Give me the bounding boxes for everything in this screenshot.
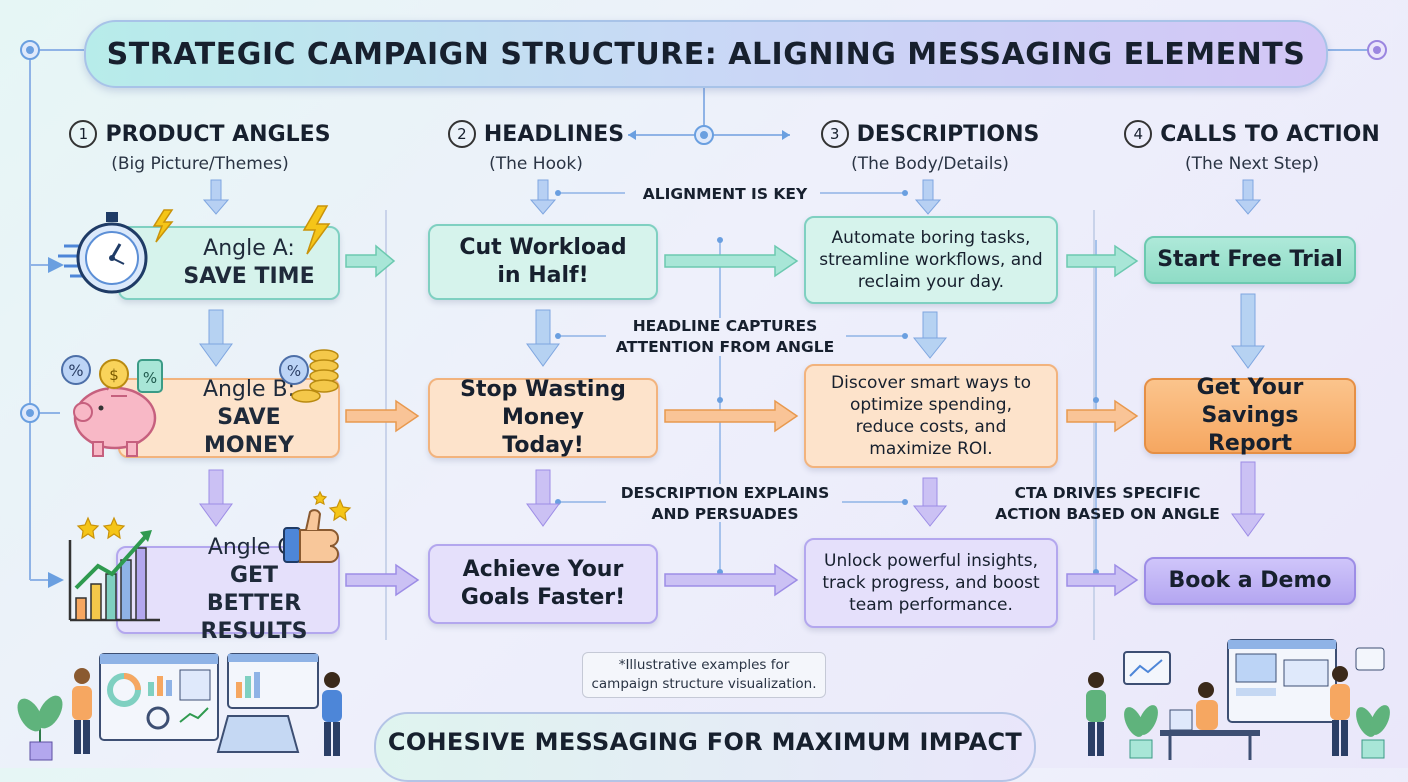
headline-text: Achieve Your Goals Faster! <box>460 557 626 610</box>
step-number: 2 <box>447 120 476 148</box>
angle-a-box: Angle A: SAVE TIME <box>118 226 340 300</box>
row-a-arrows <box>345 244 1139 278</box>
angle-c-box: Angle C: GET BETTER RESULTS <box>116 535 340 644</box>
column-title: HEADLINES <box>483 121 625 147</box>
note-headline: HEADLINE CAPTURES ATTENTION FROM ANGLE <box>600 316 850 358</box>
note-line: DESCRIPTION EXPLAINS <box>620 484 830 502</box>
column-subtitle: (The Next Step) <box>1185 154 1319 174</box>
note-line: HEADLINE CAPTURES <box>632 317 818 335</box>
column-subtitle: (Big Picture/Themes) <box>111 154 289 174</box>
step-number: 1 <box>69 120 98 148</box>
angle-name: GET BETTER RESULTS <box>200 563 308 644</box>
cta-start-free-trial-button[interactable]: Start Free Trial <box>1144 236 1356 284</box>
headline-a-box: Cut Workload in Half! <box>428 224 658 300</box>
angle-prefix: Angle C: <box>207 535 301 560</box>
column-title: DESCRIPTIONS <box>856 121 1040 147</box>
column-header-ctas: 4 CALLS TO ACTION (The Next Step) <box>1082 120 1408 174</box>
description-c-box: Unlock powerful insights, track progress… <box>804 538 1058 628</box>
note-line: ATTENTION FROM ANGLE <box>615 338 835 356</box>
description-b-box: Discover smart ways to optimize spending… <box>804 364 1058 468</box>
cta-label: Book a Demo <box>1168 568 1332 593</box>
footer-banner: COHESIVE MESSAGING FOR MAXIMUM IMPACT <box>374 712 1036 782</box>
cta-label: Get Your Savings Report <box>1196 375 1304 456</box>
note-line: CTA DRIVES SPECIFIC <box>1014 484 1201 502</box>
page-title: STRATEGIC CAMPAIGN STRUCTURE: ALIGNING M… <box>84 20 1328 88</box>
angle-label: Angle A: SAVE TIME <box>143 235 314 291</box>
headline-b-box: Stop Wasting Money Today! <box>428 377 658 458</box>
angle-prefix: Angle A: <box>203 236 295 261</box>
angle-name: SAVE MONEY <box>204 405 294 458</box>
note-line: ACTION BASED ON ANGLE <box>995 505 1220 523</box>
angle-b-box: Angle B: SAVE MONEY <box>118 376 340 460</box>
description-text: Automate boring tasks, streamline workfl… <box>819 228 1043 292</box>
headline-text: Stop Wasting Money Today! <box>460 377 626 458</box>
angle-label: Angle C: GET BETTER RESULTS <box>128 534 328 646</box>
column-header-headlines: 2 HEADLINES (The Hook) <box>386 120 686 174</box>
angle-prefix: Angle B: <box>202 377 296 402</box>
angle-label: Angle B: SAVE MONEY <box>130 376 328 460</box>
step-number: 4 <box>1124 120 1153 148</box>
cta-label: Start Free Trial <box>1157 247 1343 272</box>
description-text: Unlock powerful insights, track progress… <box>822 551 1040 615</box>
column-title: PRODUCT ANGLES <box>105 121 331 147</box>
illustrative-note: *Illustrative examples for campaign stru… <box>582 652 826 698</box>
headline-text: Cut Workload in Half! <box>459 235 627 288</box>
row-down-arrows <box>199 293 1265 537</box>
note-alignment: ALIGNMENT IS KEY <box>642 185 808 203</box>
column-header-angles: 1 PRODUCT ANGLES (Big Picture/Themes) <box>50 120 350 174</box>
note-line: campaign structure visualization. <box>591 676 817 692</box>
step-number: 3 <box>820 120 849 148</box>
column-subtitle: (The Body/Details) <box>851 154 1009 174</box>
cta-book-demo-button[interactable]: Book a Demo <box>1144 557 1356 605</box>
note-cta: CTA DRIVES SPECIFIC ACTION BASED ON ANGL… <box>985 483 1230 525</box>
column-title: CALLS TO ACTION <box>1160 121 1380 147</box>
column-subtitle: (The Hook) <box>489 154 583 174</box>
description-a-box: Automate boring tasks, streamline workfl… <box>804 216 1058 304</box>
row-b-arrows <box>345 399 1139 433</box>
cta-savings-report-button[interactable]: Get Your Savings Report <box>1144 375 1356 456</box>
column-header-descriptions: 3 DESCRIPTIONS (The Body/Details) <box>780 120 1080 174</box>
header-down-arrows <box>202 179 1262 215</box>
headline-c-box: Achieve Your Goals Faster! <box>428 544 658 624</box>
description-text: Discover smart ways to optimize spending… <box>831 373 1031 459</box>
note-line: AND PERSUADES <box>651 505 799 523</box>
note-line: *Illustrative examples for <box>618 657 790 673</box>
angle-name: SAVE TIME <box>183 264 315 289</box>
row-c-arrows <box>345 563 1139 597</box>
note-description: DESCRIPTION EXPLAINS AND PERSUADES <box>600 483 850 525</box>
